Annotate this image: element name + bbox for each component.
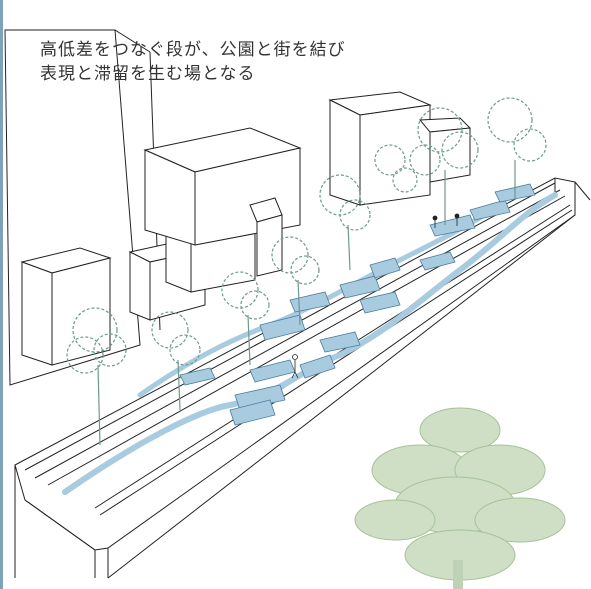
person-icon [432, 215, 438, 228]
water-channel [62, 192, 558, 495]
tree-icon [319, 174, 371, 271]
large-tree-icon [354, 407, 566, 589]
tree-icon [487, 97, 547, 200]
building-4 [143, 127, 302, 246]
tree-icon [66, 97, 547, 446]
tree-icon [271, 236, 320, 326]
building-5 [249, 197, 283, 277]
frame-edge [0, 0, 3, 589]
building-1 [20, 247, 112, 366]
caption-line-2: 表現と滞留を生む場となる [40, 64, 256, 84]
tree-icon [151, 311, 201, 411]
tree-icon [374, 144, 418, 193]
person-icon [291, 354, 299, 379]
tree-icon [409, 107, 479, 225]
tree-icon [221, 271, 270, 366]
person-icon [454, 213, 460, 226]
stepped-terraces [179, 183, 536, 426]
diagram-caption: 高低差をつなぐ段が、公園と街を結び 表現と滞留を生む場となる [40, 38, 346, 86]
caption-line-1: 高低差をつなぐ段が、公園と街を結び [40, 40, 346, 60]
tree-icon [66, 307, 127, 446]
building-6 [328, 91, 432, 206]
building-7 [418, 117, 472, 183]
